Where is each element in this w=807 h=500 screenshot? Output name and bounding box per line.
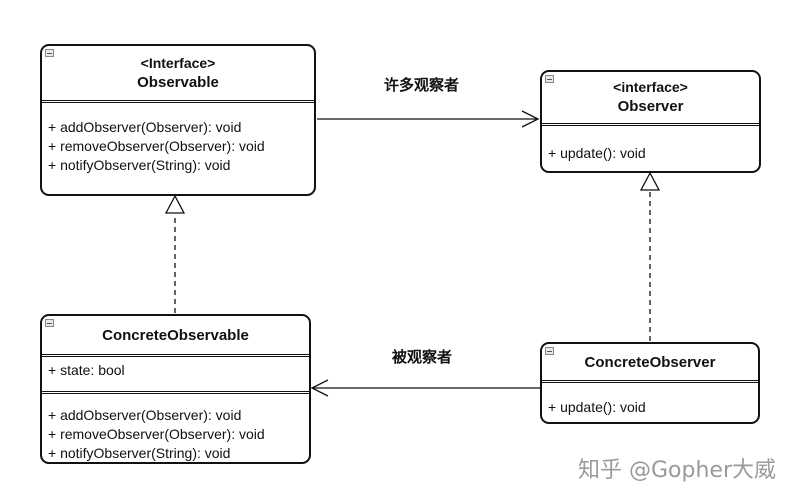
hollow-triangle-observable (164, 194, 186, 214)
attribute-list: + state: bool (42, 361, 309, 380)
divider (42, 391, 309, 394)
collapse-icon[interactable] (45, 319, 54, 327)
divider (542, 123, 759, 126)
divider (42, 100, 314, 103)
concrete-observer-box[interactable]: ConcreteObserver + update(): void (540, 342, 760, 424)
class-name: Observer (617, 98, 684, 115)
collapse-icon[interactable] (545, 347, 554, 355)
concrete-observer-header: ConcreteObserver (542, 344, 758, 380)
method-item: + removeObserver(Observer): void (48, 138, 265, 154)
stereotype-label: <interface> (613, 79, 688, 95)
attribute-item: + state: bool (48, 362, 125, 378)
watermark-text: 知乎 @Gopher大威 (578, 458, 776, 483)
observable-header: <Interface> Observable (42, 46, 314, 100)
collapse-icon[interactable] (45, 49, 54, 57)
association-label-observed: 被观察者 (392, 348, 453, 366)
stereotype-label: <Interface> (140, 55, 216, 71)
class-name: ConcreteObservable (102, 326, 249, 344)
open-arrowhead-right (521, 110, 540, 128)
method-list: + update(): void (542, 398, 758, 417)
hollow-triangle-observer (639, 171, 661, 191)
open-arrowhead-left (310, 379, 329, 397)
class-name: Observable (137, 74, 219, 91)
method-item: + notifyObserver(String): void (48, 157, 231, 173)
method-list: + update(): void (542, 144, 759, 163)
method-item: + notifyObserver(String): void (48, 445, 231, 461)
method-list: + addObserver(Observer): void + removeOb… (42, 118, 314, 175)
observer-header: <interface> Observer (542, 72, 759, 122)
method-item: + addObserver(Observer): void (48, 119, 242, 135)
collapse-icon[interactable] (545, 75, 554, 83)
divider (42, 354, 309, 357)
association-label-many-observers: 许多观察者 (384, 76, 460, 94)
method-item: + update(): void (548, 399, 646, 415)
concrete-observable-box[interactable]: ConcreteObservable + state: bool + addOb… (40, 314, 311, 464)
method-item: + addObserver(Observer): void (48, 407, 242, 423)
observable-interface-box[interactable]: <Interface> Observable + addObserver(Obs… (40, 44, 316, 196)
class-name: ConcreteObserver (584, 353, 716, 371)
divider (542, 380, 758, 383)
method-item: + removeObserver(Observer): void (48, 426, 265, 442)
concrete-observable-header: ConcreteObservable (42, 316, 309, 354)
method-list: + addObserver(Observer): void + removeOb… (42, 406, 309, 463)
method-item: + update(): void (548, 145, 646, 161)
observer-interface-box[interactable]: <interface> Observer + update(): void (540, 70, 761, 173)
